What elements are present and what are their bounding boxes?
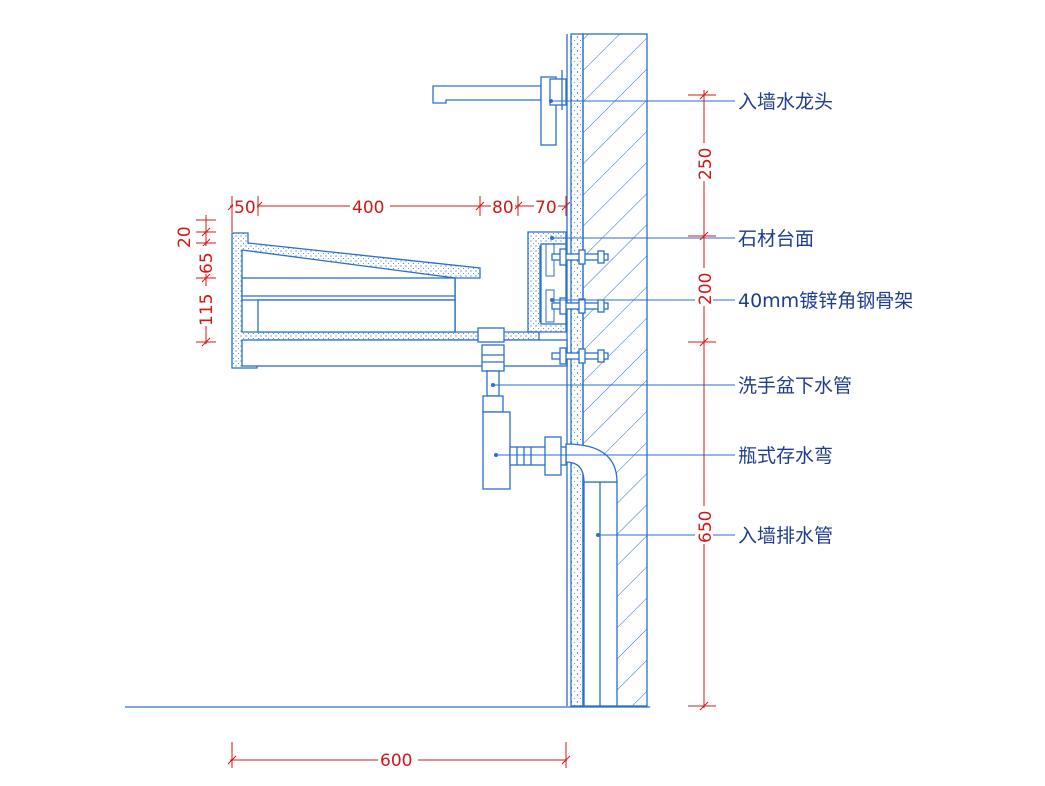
dim-80: 80 [492, 198, 514, 218]
anchor-bolts [551, 248, 609, 365]
wall-plaster-layer [570, 33, 584, 707]
label-frame: 40mm镀锌角钢骨架 [738, 290, 913, 312]
basin-drain-pipe [477, 327, 505, 413]
dimension-top-horizontal: 50 400 80 70 [227, 196, 571, 232]
dim-250: 250 [696, 148, 716, 180]
basin-bottom-plate [241, 339, 568, 367]
label-faucet: 入墙水龙头 [738, 91, 833, 113]
dimension-right-vertical: 250 200 650 [688, 90, 716, 711]
bottle-trap [482, 411, 567, 490]
label-trap: 瓶式存水弯 [738, 445, 833, 467]
dim-200: 200 [696, 273, 716, 305]
dim-70: 70 [535, 198, 557, 218]
drain-nut-1 [481, 344, 505, 372]
faucet-spout [432, 85, 542, 104]
faucet-assembly [432, 70, 567, 146]
drain-flange [477, 327, 505, 343]
label-wall-drain: 入墙排水管 [738, 525, 833, 547]
dim-400: 400 [352, 198, 384, 218]
bottle-trap-body [482, 411, 511, 490]
drain-elbow [565, 443, 618, 483]
basin-bowl-lower [257, 299, 456, 333]
label-countertop: 石材台面 [738, 228, 814, 250]
dim-600: 600 [380, 751, 412, 771]
basin-bowl-upper [241, 277, 456, 301]
dim-115: 115 [197, 294, 217, 326]
dim-50: 50 [234, 198, 256, 218]
wall-drain-pipe [565, 443, 618, 707]
trap-nut [544, 436, 562, 476]
countertop-back-piece [527, 231, 567, 333]
dimension-bottom-horizontal: 600 [227, 742, 571, 771]
anchor-bolt-top [551, 248, 609, 266]
dim-20: 20 [175, 226, 195, 248]
anchor-bolt-middle [551, 297, 609, 315]
dim-650: 650 [696, 511, 716, 543]
label-drain-pipe: 洗手盆下水管 [738, 375, 852, 397]
dimension-left-vertical: 20 65 115 [175, 215, 217, 347]
drain-nut-2 [482, 395, 504, 413]
stone-countertop [231, 231, 568, 369]
anchor-bolt-bottom [551, 347, 609, 365]
dim-65: 65 [197, 252, 217, 274]
